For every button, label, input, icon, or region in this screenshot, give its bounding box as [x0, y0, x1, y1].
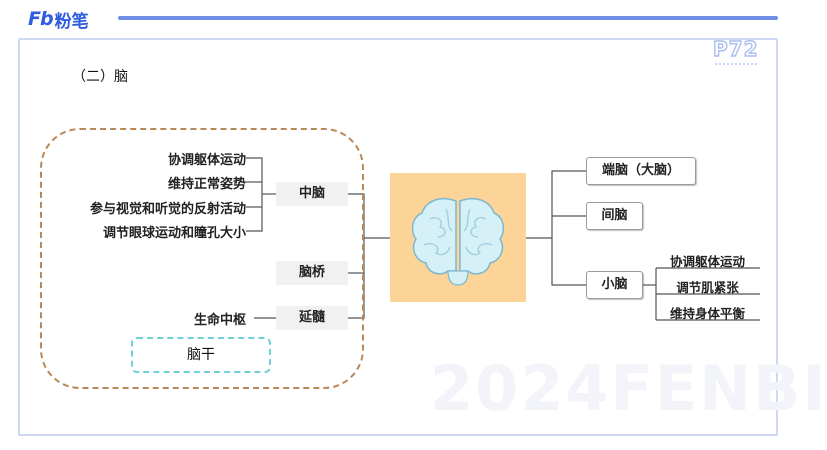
slide-frame [18, 38, 778, 436]
header-divider [118, 16, 778, 20]
midbrain-function: 维持正常姿势 [167, 177, 246, 192]
watermark: 2024FENBI [430, 352, 827, 425]
brain-icon [411, 197, 505, 286]
mindmap-connectors [246, 157, 760, 321]
page-number: P72 [712, 36, 759, 61]
medulla-node: 延髓 [276, 306, 348, 330]
page-number-decoration [714, 62, 758, 66]
diencephalon-node: 间脑 [586, 202, 643, 230]
midbrain-node: 中脑 [276, 182, 348, 206]
cerebellum-node: 小脑 [586, 271, 643, 299]
logo-mark: Fb [28, 8, 54, 30]
logo-text: 粉笔 [54, 11, 89, 32]
fenbi-logo: Fb 粉笔 [28, 8, 89, 32]
section-title: （二）脑 [72, 69, 128, 85]
medulla-function: 生命中枢 [193, 313, 246, 328]
cerebellum-function: 维持身体平衡 [669, 306, 745, 321]
cerebellum-function: 调节肌紧张 [676, 280, 739, 295]
midbrain-function: 参与视觉和听觉的反射活动 [89, 202, 246, 217]
midbrain-function: 调节眼球运动和瞳孔大小 [102, 226, 246, 241]
pons-node: 脑桥 [276, 261, 348, 285]
brain-image [390, 173, 526, 302]
brainstem-group [40, 128, 364, 389]
cerebrum-node: 端脑（大脑） [586, 157, 696, 185]
cerebellum-function: 协调躯体运动 [669, 254, 745, 269]
midbrain-function: 协调躯体运动 [167, 153, 246, 168]
brainstem-label: 脑干 [131, 337, 271, 373]
